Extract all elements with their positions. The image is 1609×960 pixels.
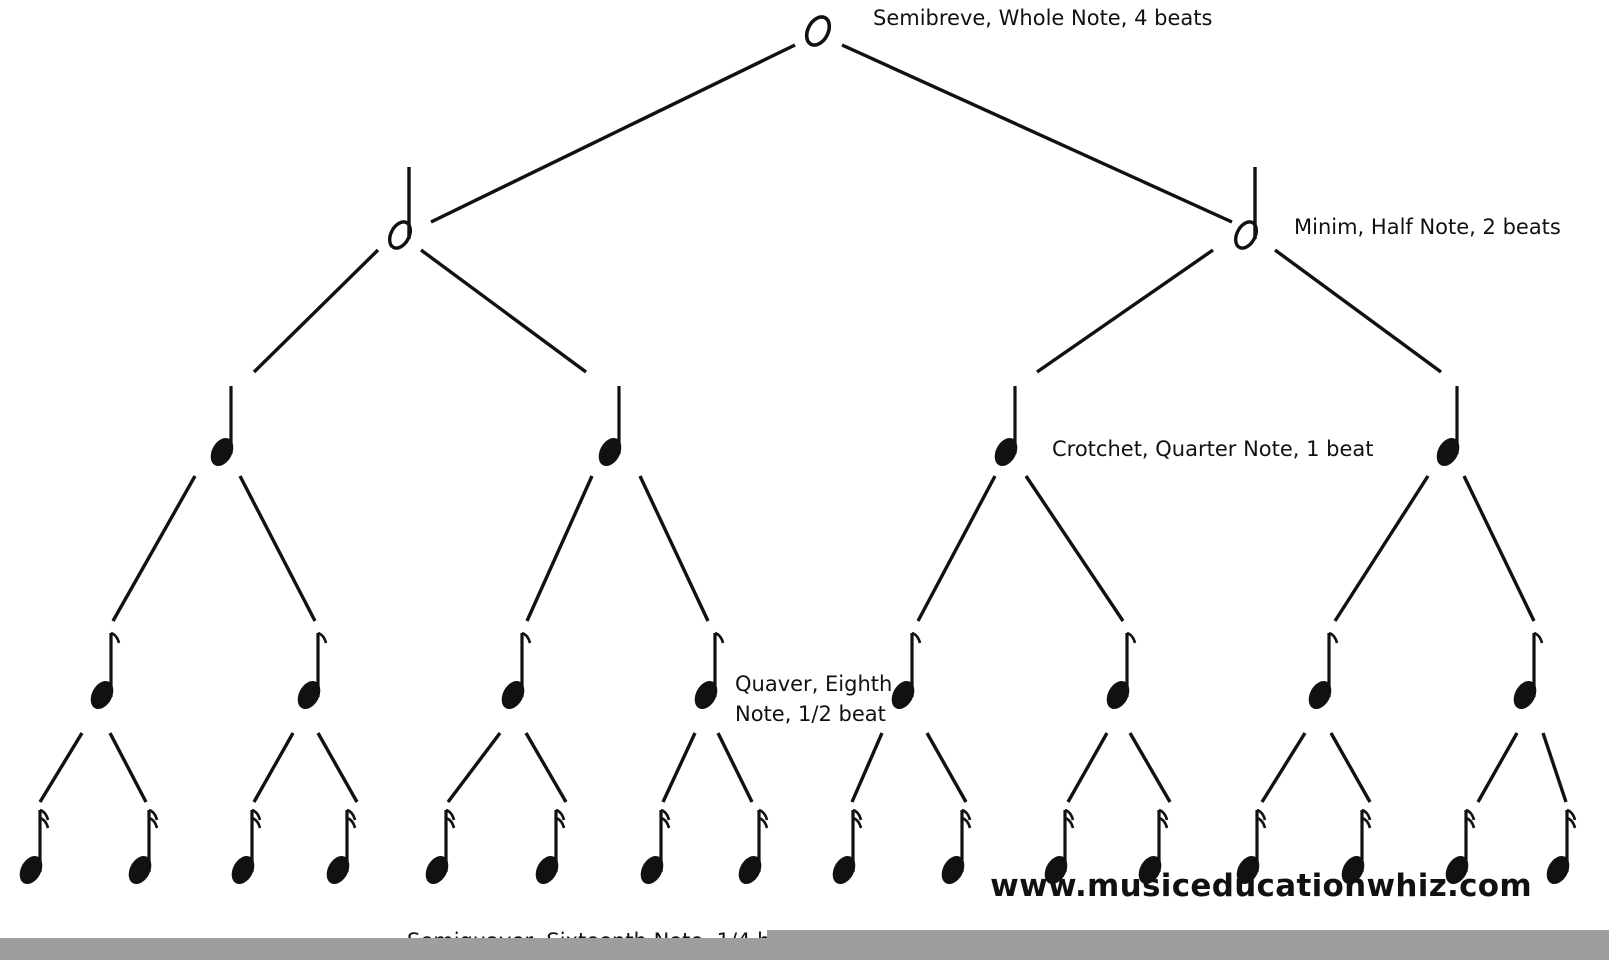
branch-line [841,43,1233,224]
crotchet-note-icon [1436,386,1460,467]
semiquaver-note-icon [832,808,863,885]
label-quaver-line2: Note, 1/2 beat [735,702,886,726]
branch-line [925,732,968,803]
branch-line [252,248,380,374]
label-crotchet: Crotchet, Quarter Note, 1 beat [1052,437,1374,461]
quaver-note-icon [1106,631,1137,710]
label-quaver-line1: Quaver, Eighth [735,672,893,696]
semiquaver-note-icon [1445,808,1476,885]
branch-line [238,475,317,622]
semiquaver-note-icon [128,808,159,885]
quaver-note-icon [297,631,328,710]
minim-note-icon [1233,167,1259,250]
quaver-note-icon [90,631,121,710]
crotchet-note-icon [598,386,622,467]
branch-line [1273,248,1443,374]
quaver-note-icon [1513,631,1544,710]
branch-line [316,732,359,803]
semiquaver-note-icon [640,808,671,885]
label-semibreve: Semibreve, Whole Note, 4 beats [873,6,1213,30]
semiquaver-note-icon [941,808,972,885]
semiquaver-note-icon [1138,808,1169,885]
branch-line [524,732,568,803]
semiquaver-note-icon [326,808,357,885]
watermark-url: www.musiceducationwhiz.com [990,868,1532,904]
branch-line [430,43,796,224]
semiquaver-note-icon [1236,808,1267,885]
semiquaver-note-icon [1044,808,1075,885]
branch-line [1329,732,1372,803]
tree-branches [38,43,1568,804]
label-minim: Minim, Half Note, 2 beats [1294,215,1561,239]
branch-line [38,732,84,803]
semiquaver-note-icon [1341,808,1372,885]
branch-line [661,732,697,803]
semiquaver-note-icon [1546,808,1577,885]
branch-line [1476,732,1519,803]
branch-line [1024,475,1125,622]
quaver-note-icon [1308,631,1339,710]
branch-line [916,475,997,622]
branch-line [1260,732,1307,803]
bottom-bar [0,938,1609,960]
branch-line [446,731,502,804]
branch-line [419,248,588,374]
branch-line [1541,732,1568,803]
quaver-note-icon [891,631,922,710]
quaver-note-icon [694,631,725,710]
branch-line [525,475,594,622]
semiquaver-note-icon [231,808,262,885]
branch-line [1333,475,1430,622]
branch-line [1128,732,1172,803]
branch-line [111,475,197,622]
crotchet-note-icon [994,386,1018,467]
branch-line [850,732,884,803]
branch-line [1066,732,1109,803]
crotchet-note-icon [210,386,234,467]
quaver-note-icon [501,631,532,710]
branch-line [716,732,754,803]
semiquaver-note-icon [535,808,566,885]
branch-line [108,732,148,803]
semiquaver-note-icon [738,808,769,885]
semibreve-note-icon [804,15,832,47]
branch-line [1036,248,1214,374]
branch-line [252,732,295,803]
semiquaver-note-icon [19,808,50,885]
branch-line [638,475,710,622]
bottom-bar-notch [767,930,1609,938]
branch-line [1462,475,1536,622]
minim-note-icon [387,167,413,250]
semiquaver-note-icon [425,808,456,885]
